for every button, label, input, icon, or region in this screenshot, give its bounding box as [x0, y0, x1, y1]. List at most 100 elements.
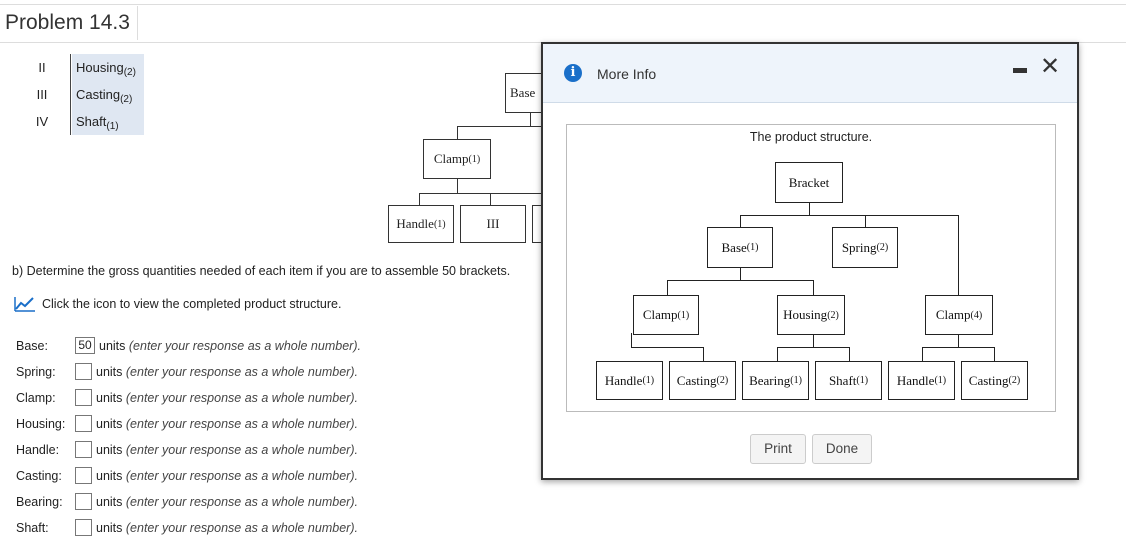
- bg-node-level3: III: [460, 205, 526, 243]
- units-text: units: [96, 495, 123, 509]
- node-qty: (1): [856, 375, 869, 386]
- units-text: units: [99, 339, 126, 353]
- node-label: Casting: [676, 372, 717, 388]
- answer-units: units (enter your response as a whole nu…: [96, 365, 358, 379]
- tree-connector: [922, 347, 995, 348]
- level-divider: [70, 108, 71, 135]
- done-button[interactable]: Done: [812, 434, 872, 464]
- units-hint: (enter your response as a whole number).: [125, 391, 358, 405]
- print-button[interactable]: Print: [750, 434, 806, 464]
- level-divider: [70, 81, 71, 108]
- answer-units: units (enter your response as a whole nu…: [96, 391, 358, 405]
- answer-label-shaft: Shaft:: [16, 521, 49, 535]
- node-qty: (2): [827, 309, 839, 321]
- units-hint: (enter your response as a whole number).: [125, 365, 358, 379]
- node-label: Clamp: [642, 307, 678, 322]
- tree-connector: [667, 280, 668, 295]
- info-icon: i: [564, 64, 582, 82]
- level-number: III: [36, 87, 48, 102]
- tree-connector: [667, 280, 814, 281]
- level-item: Casting(2): [72, 81, 144, 108]
- tree-connector: [958, 333, 959, 347]
- tree-connector: [703, 347, 704, 361]
- node-label: Handle: [604, 372, 643, 388]
- answer-units: units (enter your response as a whole nu…: [96, 521, 358, 535]
- node-qty: (2): [1008, 375, 1021, 386]
- units-text: units: [96, 391, 123, 405]
- tree-connector: [419, 193, 420, 205]
- view-structure-link[interactable]: Click the icon to view the completed pro…: [14, 296, 341, 312]
- level-row: IV Shaft(1): [20, 108, 144, 135]
- tree-connector: [958, 215, 959, 295]
- units-text: units: [96, 521, 123, 535]
- level-number: IV: [35, 114, 49, 129]
- close-icon[interactable]: ✕: [1040, 53, 1061, 80]
- bearing-input[interactable]: [75, 493, 92, 510]
- tree-connector: [865, 215, 866, 227]
- units-hint: (enter your response as a whole number).: [128, 339, 361, 353]
- node-qty: (1): [934, 375, 947, 386]
- level-item-qty: (2): [120, 94, 133, 105]
- casting-input[interactable]: [75, 467, 92, 484]
- tree-connector: [530, 112, 531, 126]
- level-item-name: Shaft: [76, 114, 107, 129]
- tree-connector: [777, 347, 850, 348]
- units-text: units: [96, 417, 123, 431]
- tree-connector: [740, 268, 741, 280]
- tree-connector: [777, 347, 778, 361]
- header-divider-top: [0, 4, 1126, 5]
- units-text: units: [96, 365, 123, 379]
- bg-node-clamp: Clamp(1): [423, 139, 491, 179]
- bg-node-label: III: [486, 216, 500, 231]
- tree-connector: [457, 126, 547, 127]
- bg-node-label: Base: [510, 85, 536, 100]
- answer-units: units (enter your response as a whole nu…: [99, 339, 361, 353]
- tree-connector: [809, 203, 810, 215]
- tree-connector: [457, 179, 458, 193]
- answer-label-base: Base:: [16, 339, 48, 353]
- level-row: III Casting(2): [20, 81, 144, 108]
- units-hint: (enter your response as a whole number).: [125, 417, 358, 431]
- answer-label-spring: Spring:: [16, 365, 56, 379]
- tree-connector: [490, 193, 491, 205]
- clamp-input[interactable]: [75, 389, 92, 406]
- node-label: Spring: [841, 239, 877, 255]
- bg-node-handle: Handle(1): [388, 205, 454, 243]
- base-input[interactable]: 50: [75, 337, 95, 354]
- bg-node-label: Clamp: [433, 151, 469, 166]
- node-label: Casting: [968, 372, 1009, 388]
- view-structure-link-text[interactable]: Click the icon to view the completed pro…: [42, 297, 342, 311]
- units-text: units: [96, 443, 123, 457]
- node-bracket: Bracket: [775, 162, 843, 203]
- level-row: II Housing(2): [20, 54, 144, 81]
- tree-connector: [849, 347, 850, 361]
- units-hint: (enter your response as a whole number).: [125, 495, 358, 509]
- node-label: Handle: [896, 372, 935, 388]
- units-text: units: [96, 469, 123, 483]
- node-handle: Handle(1): [888, 361, 955, 400]
- more-info-dialog: i More Info ✕ The product structure. Bra…: [541, 42, 1079, 480]
- node-casting: Casting(2): [669, 361, 736, 400]
- panel-caption: The product structure.: [749, 130, 873, 144]
- node-base: Base(1): [707, 227, 773, 268]
- chart-icon[interactable]: [14, 296, 36, 312]
- node-bearing: Bearing(1): [742, 361, 809, 400]
- level-item-name: Housing: [76, 60, 124, 75]
- node-qty: (2): [716, 375, 729, 386]
- units-hint: (enter your response as a whole number).: [125, 469, 358, 483]
- handle-input[interactable]: [75, 441, 92, 458]
- spring-input[interactable]: [75, 363, 92, 380]
- tree-connector: [813, 280, 814, 295]
- tree-connector: [740, 215, 959, 216]
- minimize-button[interactable]: [1013, 68, 1027, 73]
- housing-input[interactable]: [75, 415, 92, 432]
- level-item-name: Casting: [76, 87, 121, 102]
- tree-connector: [457, 126, 458, 140]
- node-label: Shaft: [828, 372, 857, 388]
- node-spring: Spring(2): [832, 227, 898, 268]
- tree-connector: [922, 347, 923, 361]
- node-shaft: Shaft(1): [815, 361, 882, 400]
- answer-label-handle: Handle:: [16, 443, 60, 457]
- shaft-input[interactable]: [75, 519, 92, 536]
- bg-node-label: Handle: [396, 216, 434, 231]
